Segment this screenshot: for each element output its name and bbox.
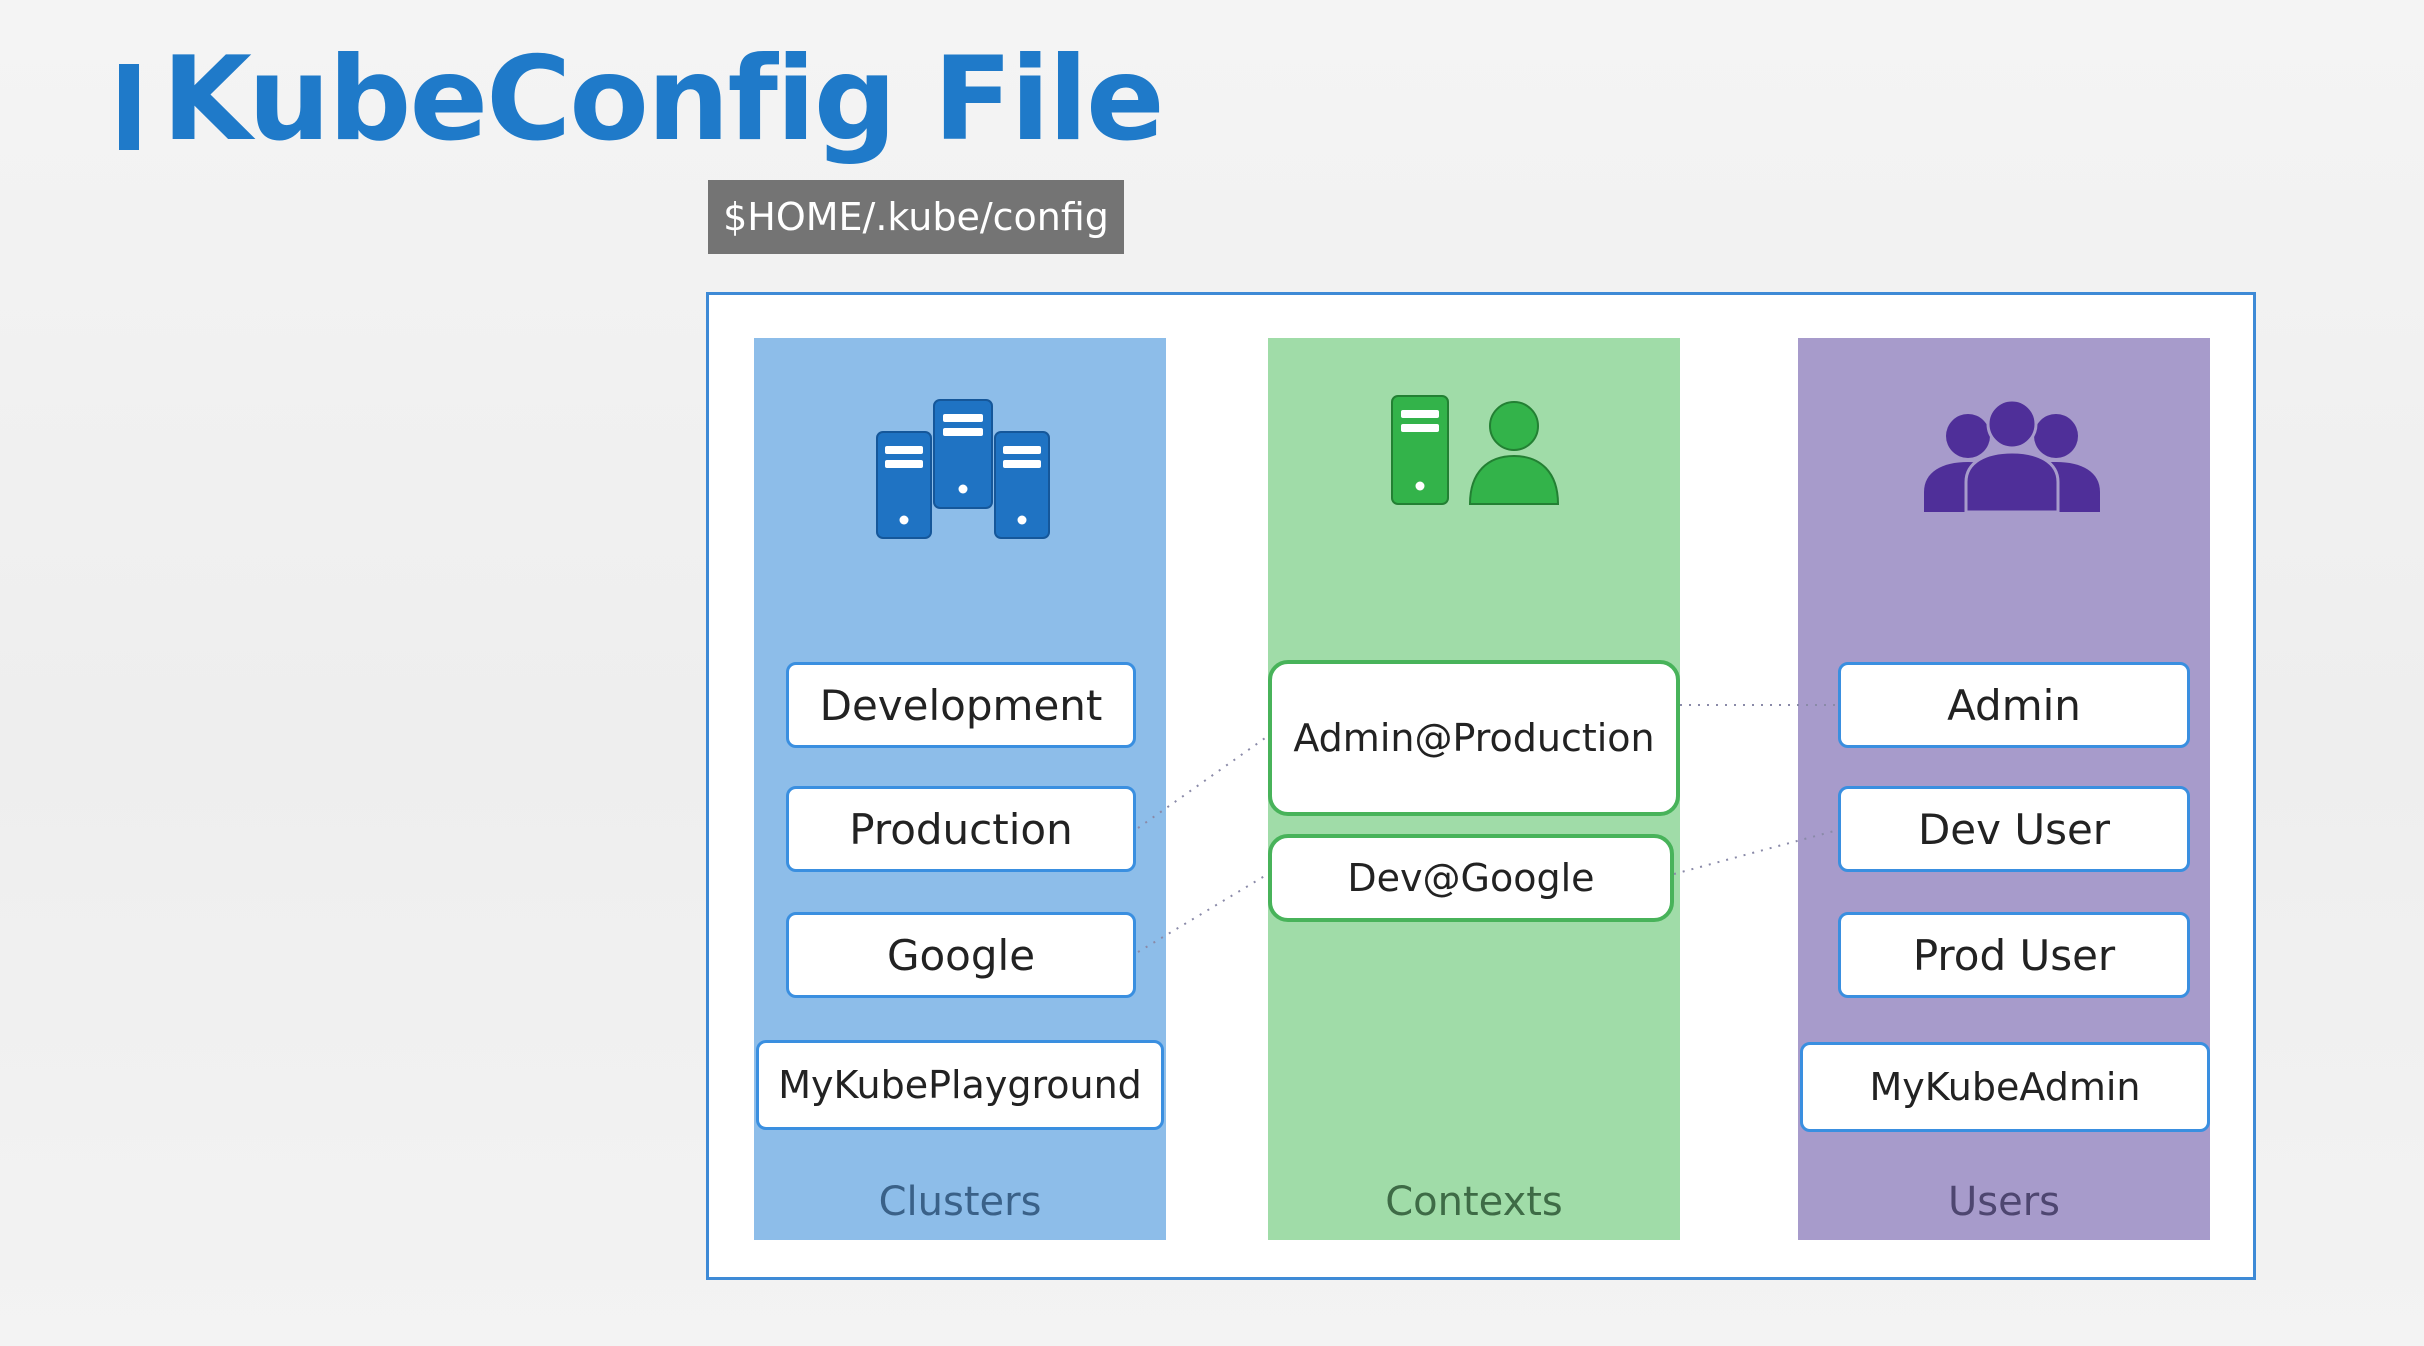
user-item-dev-user: Dev User (1838, 786, 2190, 872)
cluster-item-google: Google (786, 912, 1136, 998)
user-item-admin: Admin (1838, 662, 2190, 748)
title-accent-bar (119, 64, 139, 150)
user-group-icon (1924, 398, 2100, 512)
user-item-prod-user: Prod User (1838, 912, 2190, 998)
users-label: Users (1947, 1179, 2060, 1225)
page-title: KubeConfig File (162, 32, 1165, 167)
config-path-badge: $HOME/.kube/config (708, 180, 1124, 254)
cluster-item-development: Development (786, 662, 1136, 748)
cluster-item-production: Production (786, 786, 1136, 872)
contexts-label: Contexts (1385, 1179, 1563, 1225)
clusters-label: Clusters (878, 1179, 1042, 1225)
server-cluster-icon (876, 399, 1050, 539)
context-item-admin-production: Admin@Production (1268, 660, 1680, 816)
user-item-mykubeadmin: MyKubeAdmin (1800, 1042, 2210, 1132)
cluster-item-mykubeplayground: MyKubePlayground (756, 1040, 1164, 1130)
server-user-icon (1391, 395, 1560, 505)
context-item-dev-google: Dev@Google (1268, 834, 1674, 922)
